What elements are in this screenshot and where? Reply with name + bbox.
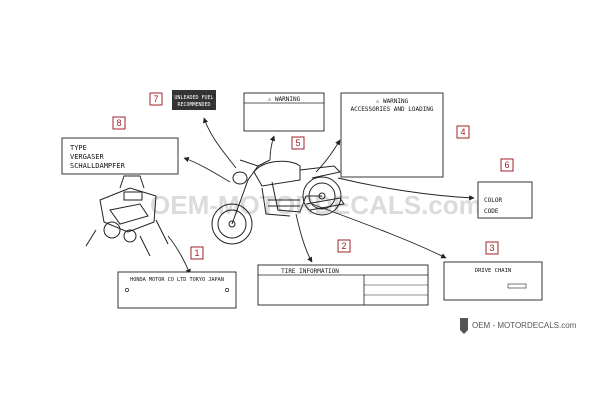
leader-lines xyxy=(167,117,475,275)
decal-6-color-code: COLOR CODE 6 xyxy=(477,158,533,219)
engine-illustration xyxy=(85,175,169,257)
callout-7: 7 xyxy=(153,94,158,104)
decal-3-drive-chain: DRIVE CHAIN 3 xyxy=(443,241,543,301)
decal-8-type-plate: TYPE VERGASER SCHALLDAMPFER 8 xyxy=(61,116,179,175)
plate-3-title: DRIVE CHAIN xyxy=(475,268,511,274)
plate-6-line-1: COLOR xyxy=(484,197,502,204)
site-logo-text: OEM - MOTORDECALS.com xyxy=(472,321,577,330)
decal-5-warning: ⚠ WARNING 5 xyxy=(243,92,325,150)
plate-1-text: HONDA MOTOR CO LTD TOKYO JAPAN xyxy=(130,277,224,283)
decal-2-tire-information: TIRE INFORMATION 2 xyxy=(257,239,429,306)
plate-5-title: ⚠ WARNING xyxy=(268,96,301,103)
callout-1: 1 xyxy=(194,248,199,258)
plate-8-line-3: SCHALLDAMPFER xyxy=(70,162,126,170)
plate-7-line-1: UNLEADED FUEL xyxy=(174,95,213,101)
motorcycle-illustration xyxy=(211,159,345,245)
callout-6: 6 xyxy=(504,160,509,170)
callout-5: 5 xyxy=(295,138,300,148)
plate-6-line-2: CODE xyxy=(484,208,499,215)
plate-2-title: TIRE INFORMATION xyxy=(281,268,339,275)
plate-4-title: ⚠ WARNING xyxy=(376,98,409,105)
plate-8-line-2: VERGASER xyxy=(70,153,105,161)
decal-1-frame-plate: HONDA MOTOR CO LTD TOKYO JAPAN 1 xyxy=(117,246,237,309)
callout-2: 2 xyxy=(341,241,346,251)
decal-7-unleaded-fuel: UNLEADED FUEL RECOMMENDED 7 xyxy=(149,90,216,110)
plate-8-line-1: TYPE xyxy=(70,144,87,152)
callout-3: 3 xyxy=(489,243,494,253)
plate-4-subtitle: ACCESSORIES AND LOADING xyxy=(350,106,433,113)
plate-7-line-2: RECOMMENDED xyxy=(177,102,210,108)
callout-4: 4 xyxy=(460,127,465,137)
callout-8: 8 xyxy=(116,118,121,128)
site-logo: OEM - MOTORDECALS.com xyxy=(460,318,577,334)
decal-4-accessories-loading: ⚠ WARNING ACCESSORIES AND LOADING 4 xyxy=(340,92,470,178)
